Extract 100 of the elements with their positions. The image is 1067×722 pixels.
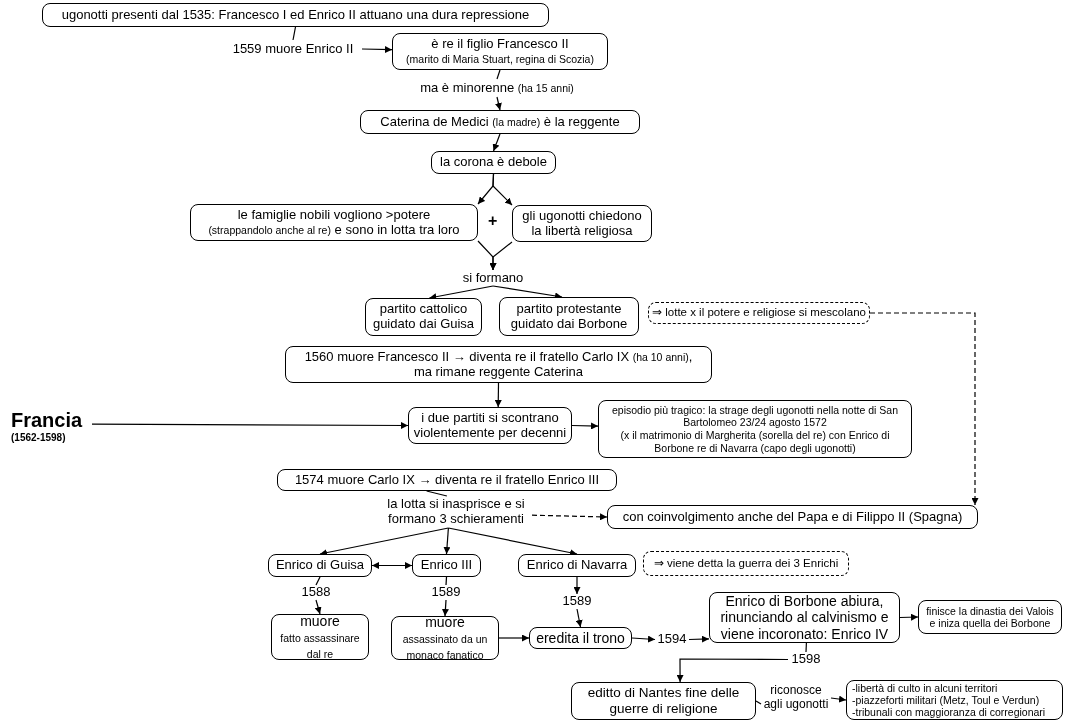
box-text: Enrico di Navarra [526,558,628,573]
concept-box [607,505,978,529]
box-text: Enrico di Borbone abiura, rinunciando al calvinismo e viene incoronato: Enrico IV [719,593,890,642]
box-text: è la reggente [543,113,620,129]
plus-sign: + [488,212,498,230]
arrow [688,635,710,643]
box-text: 1574 muore Carlo IX → diventa re il fratello Enrico III [294,472,600,488]
arrow [443,527,451,555]
box-text: -libertà di culto in alcuni territori [852,681,998,694]
arrow [830,695,847,703]
box-text: partito protestante guidato dai Borbone [509,301,629,332]
box-text: finisce la dinastia dei Valois e iniza quella dei Borbone [925,604,1055,630]
concept-box [271,614,369,660]
concept-box [512,205,652,242]
dashed-arrow [531,513,608,521]
concept-box [431,151,556,174]
concept-box [571,682,756,720]
box-text: 1560 muore Francesco II → diventa re il fratello Carlo IX [304,348,630,364]
concept-box [365,298,482,336]
connector-line [805,642,807,653]
box-text: le famiglie nobili vogliono >potere [237,206,431,222]
connector-line [445,576,448,586]
connector-line [426,490,448,497]
arrow [441,599,449,617]
box-text: Enrico III [420,558,473,573]
arrow [371,562,413,569]
arrow [91,421,409,429]
concept-box [846,680,1063,720]
arrow [571,422,599,430]
box-text: con coinvolgimento anche del Papa e di Filippo II (Spagna) [622,509,963,525]
box-text: (strappandolo anche al re) [208,223,331,236]
arrow [631,635,656,643]
linking-phrase: (ha 15 anni) [517,81,574,94]
box-text: (marito di Maria Stuart, regina di Scozia) [406,52,594,65]
box-text: assassinato da un monaco fanatico [402,632,488,662]
arrow [361,46,393,54]
box-text: episodio più tragico: la strage degli ugonotti nella notte di San Bartolomeo 23/24 agosto 1572 [612,403,898,429]
box-text: , [688,348,693,364]
concept-box [42,3,549,27]
arrow [495,96,502,111]
connector-line [496,69,501,80]
linking-phrase: riconosce agli ugonotti [762,684,830,712]
box-text: Caterina de Medici [380,113,489,129]
linking-phrase: 1588 [301,585,331,600]
box-text: (x il matrimonio di Margherita (sorella del re) con Enrico di Borbone re di Navarra (capo degli ugonotti) [620,429,890,454]
concept-box [285,346,712,383]
linking-phrase: 1598 [791,652,821,667]
linking-phrase: 1589 [562,594,592,609]
concept-box [918,600,1062,634]
arrow [676,658,789,683]
concept-box [529,627,632,649]
box-text: ⇒ lotte x il potere e religiose si mescolano [652,306,866,320]
linking-phrase: ma è minorenne [420,79,515,95]
linking-phrase: 1559 muore Enrico II [232,41,354,57]
box-text: editto di Nantes fine delle guerre di religione [586,685,741,717]
box-text: gli ugonotti chiedono la libertà religiosa [521,208,643,239]
arrow [314,599,322,615]
arrow [575,608,583,628]
linking-phrase: 1589 [431,585,461,600]
arrow [492,173,513,206]
box-text: muore [425,613,465,630]
concept-box [392,33,608,70]
concept-box [190,204,478,241]
box-text: (la madre) [492,115,541,128]
concept-box [277,469,617,491]
concept-box [598,400,912,458]
box-text: ⇒ viene detta la guerra dei 3 Enrichi [653,556,839,571]
box-text: i due partiti si scontrano violentemente per decenni [412,410,568,441]
dashed-arrow [869,312,979,506]
linking-phrase: 1594 [657,632,687,647]
concept-box [499,297,639,336]
concept-box [360,110,640,134]
arrow [899,613,919,621]
box-text: -piazzeforti militari (Metz, Toul e Verdun) [852,693,1040,707]
box-text: eredita il trono [536,629,625,647]
box-text: (ha 10 anni) [632,350,689,363]
box-text: ma rimane reggente Caterina [413,363,584,379]
box-text: Enrico di Guisa [275,558,365,573]
connector-line [755,700,762,705]
arrow [494,382,502,408]
box-text: -tribunali con maggioranza di corregionari [852,706,1046,719]
box-text: muore [300,612,340,629]
box-text: e sono in lotta tra loro [334,221,460,237]
arrow [498,634,530,642]
arrow [492,133,501,152]
box-text: la corona è debole [440,155,547,170]
concept-box [391,616,499,660]
concept-box [518,554,636,577]
topic-label: (1562-1598) [11,431,66,444]
linking-phrase: si formano [462,270,524,286]
concept-box [268,554,372,577]
topic-label: Francia [11,408,83,432]
box-text: fatto assassinare dal re [280,631,360,661]
arrow [489,241,513,271]
box-text: partito cattolico guidato dai Guisa [371,302,476,332]
concept-box [412,554,481,577]
linking-phrase: la lotta si inasprisce e si formano 3 schieramenti [386,497,526,527]
arrow [573,576,581,595]
note-box [643,551,849,576]
connector-line [292,26,297,41]
